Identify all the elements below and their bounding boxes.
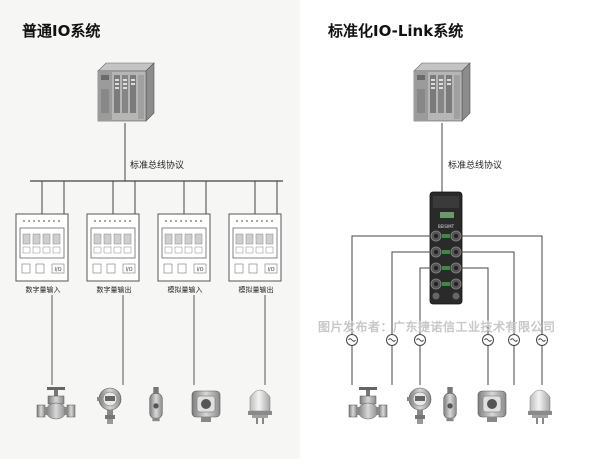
indicator-lamp-icon bbox=[247, 389, 273, 425]
io-module-digital-output: I/O bbox=[86, 213, 140, 282]
io-modules-left: I/O I/O I/O I/O bbox=[15, 213, 282, 282]
module-label-analog-input: 模拟量输入 bbox=[167, 286, 203, 294]
indicator-lamp-icon-right bbox=[527, 389, 553, 425]
pressure-sensor-icon-right bbox=[406, 387, 432, 425]
coupler-icon bbox=[346, 334, 358, 346]
photo-sensor-icon bbox=[191, 390, 221, 423]
valve-icon bbox=[36, 386, 76, 420]
probe-sensor-icon bbox=[149, 386, 163, 422]
plc-icon-right bbox=[413, 62, 471, 122]
pressure-sensor-icon bbox=[96, 387, 122, 425]
coupler-icon bbox=[414, 334, 426, 346]
coupler-icon bbox=[482, 334, 494, 346]
plc-icon bbox=[97, 62, 155, 122]
io-link-hub: BEISIMT bbox=[429, 191, 463, 305]
hub-brand-label: BEISIMT bbox=[438, 224, 455, 229]
left-bus-label: 标准总线协议 bbox=[130, 161, 185, 171]
right-title: 标准化IO-Link系统 bbox=[328, 22, 464, 40]
io-module-digital-input: I/O bbox=[15, 213, 69, 282]
io-label: I/O bbox=[125, 267, 132, 273]
photo-sensor-icon-right bbox=[477, 390, 507, 423]
module-label-digital-output: 数字量输出 bbox=[96, 286, 132, 294]
io-module-analog-input: I/O bbox=[157, 213, 211, 282]
io-label: I/O bbox=[54, 267, 61, 273]
valve-icon-right bbox=[348, 386, 388, 420]
coupler-icon bbox=[386, 334, 398, 346]
io-label: I/O bbox=[267, 267, 274, 273]
coupler-icon bbox=[536, 334, 548, 346]
io-module-analog-output: I/O bbox=[228, 213, 282, 282]
coupler-icon bbox=[508, 334, 520, 346]
io-label: I/O bbox=[196, 267, 203, 273]
left-title: 普通IO系统 bbox=[22, 22, 101, 40]
module-label-digital-input: 数字量输入 bbox=[25, 286, 61, 294]
module-label-analog-output: 模拟量输出 bbox=[238, 286, 274, 294]
right-bus-label: 标准总线协议 bbox=[448, 161, 503, 171]
watermark-text: 图片发布者：广东捷诺信工业技术有限公司 bbox=[318, 320, 556, 334]
probe-sensor-icon-right bbox=[443, 386, 457, 422]
